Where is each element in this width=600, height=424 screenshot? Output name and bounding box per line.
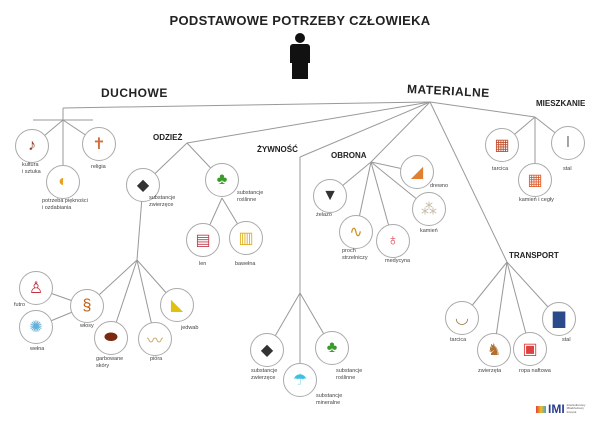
- node-circle: ◣: [160, 288, 194, 322]
- violin-icon: ♪: [28, 137, 36, 154]
- silk-icon: ◣: [170, 297, 184, 314]
- node-circle: ◆: [126, 168, 160, 202]
- camel-icon: ♞: [486, 342, 502, 359]
- node-label: pióra: [150, 356, 163, 362]
- mirror-icon: ◐: [58, 173, 68, 190]
- node-label: jedwab: [181, 325, 199, 331]
- cow-icon: ◆: [136, 177, 150, 194]
- connector-line: [186, 101, 431, 144]
- wool-icon: ✺: [29, 319, 43, 336]
- node-label: włosy: [80, 323, 94, 329]
- connector-line: [62, 101, 431, 109]
- node-label: len: [199, 261, 207, 267]
- node-circle: ♪: [15, 129, 49, 163]
- hair-icon: §: [82, 297, 92, 314]
- category-duchowe: DUCHOWE: [101, 86, 168, 100]
- node-circle: ▦: [518, 163, 552, 197]
- water-tap-icon: ☂: [292, 372, 308, 389]
- node-label: stal: [562, 337, 571, 343]
- node-circle: 〰: [138, 322, 172, 356]
- person-icon: [290, 33, 310, 79]
- feather-icon: 〰: [146, 333, 163, 350]
- connector-line: [429, 101, 508, 263]
- category-odziez: ODZIEŻ: [153, 133, 183, 142]
- connector-line: [429, 101, 536, 118]
- node-label: kamień i cegły: [519, 197, 554, 203]
- cow-icon: ◆: [260, 342, 274, 359]
- fuel-pump-icon: ▣: [522, 341, 538, 358]
- node-circle: §: [70, 289, 104, 323]
- node-label: substancje mineralne: [316, 393, 343, 406]
- bricks-icon: ▦: [494, 137, 510, 154]
- imi-logo: IMI Interkulturowy Młodzieżowy Instytut: [536, 402, 593, 416]
- node-label: kamień: [420, 228, 438, 234]
- bricks-icon: ▦: [527, 172, 543, 189]
- connector-line: [370, 101, 431, 163]
- node-circle: ▣: [513, 332, 547, 366]
- node-label: kultura i sztuka: [22, 162, 41, 175]
- node-circle: ◐: [46, 165, 80, 199]
- node-circle: ∿: [339, 215, 373, 249]
- node-circle: ◡: [445, 301, 479, 335]
- page-title: PODSTAWOWE POTRZEBY CZŁOWIEKA: [169, 13, 431, 28]
- node-circle: ♞: [477, 333, 511, 367]
- node-circle: ▥: [229, 221, 263, 255]
- node-circle: ♙: [19, 271, 53, 305]
- node-label: bawełna: [235, 261, 256, 267]
- node-label: wełna: [30, 346, 45, 352]
- node-circle: ▦: [485, 128, 519, 162]
- node-label: medycyna: [385, 258, 411, 264]
- connector-line: [299, 101, 431, 158]
- node-label: substancje zwierzęce: [251, 368, 278, 381]
- node-label: zwierzęta: [478, 368, 502, 374]
- node-label: potrzeba piękności i ozdabiania: [42, 198, 88, 211]
- fuse-icon: ∿: [349, 224, 363, 241]
- fur-coat-icon: ♙: [28, 280, 44, 297]
- category-zywnosc: ŻYWNOŚĆ: [257, 145, 298, 154]
- node-label: garbowane skóry: [96, 356, 124, 369]
- node-circle: ♣: [205, 163, 239, 197]
- plant-icon: ♣: [216, 171, 228, 188]
- node-label: substancje roślinne: [237, 190, 264, 203]
- category-obrona: OBRONA: [331, 151, 367, 160]
- node-circle: ♣: [315, 331, 349, 365]
- fabric-icon: ▤: [195, 232, 211, 249]
- cotton-icon: ▥: [238, 230, 254, 247]
- stethoscope-icon: ♁: [387, 232, 399, 249]
- node-circle: ✝: [82, 127, 116, 161]
- node-circle: ◆: [250, 333, 284, 367]
- stones-icon: ⁂: [421, 201, 437, 218]
- train-icon: ▇: [552, 311, 566, 328]
- category-mieszkanie: MIESZKANIE: [536, 99, 586, 108]
- religion-icon: ✝: [92, 136, 106, 153]
- node-circle: ✺: [19, 310, 53, 344]
- node-label: drewno: [430, 183, 449, 189]
- node-label: tarcica: [492, 166, 509, 172]
- node-label: stal: [563, 166, 572, 172]
- node-label: religia: [91, 164, 106, 170]
- node-circle: ⬬: [94, 321, 128, 355]
- plant-icon: ♣: [326, 339, 338, 356]
- node-label: substancje roślinne: [336, 368, 363, 381]
- node-circle: ♁: [376, 224, 410, 258]
- anvil-icon: ▼: [322, 187, 338, 204]
- node-label: ropa naftowa: [519, 368, 551, 374]
- saw-icon: ◢: [410, 164, 424, 181]
- category-transport: TRANSPORT: [509, 251, 559, 260]
- node-label: substancje zwierzęce: [149, 195, 176, 208]
- node-circle: ◢: [400, 155, 434, 189]
- node-label: tarcica: [450, 337, 467, 343]
- node-circle: ▤: [186, 223, 220, 257]
- node-label: żelazo: [316, 212, 332, 218]
- node-circle: ⁂: [412, 192, 446, 226]
- shoes-icon: ⬬: [104, 329, 118, 346]
- node-circle: ▇: [542, 302, 576, 336]
- steel-beam-icon: I: [565, 134, 571, 151]
- node-circle: ▼: [313, 179, 347, 213]
- node-label: futro: [14, 302, 26, 308]
- node-label: proch strzelniczy: [342, 248, 368, 261]
- node-circle: ☂: [283, 363, 317, 397]
- boat-icon: ◡: [455, 310, 469, 327]
- node-circle: I: [551, 126, 585, 160]
